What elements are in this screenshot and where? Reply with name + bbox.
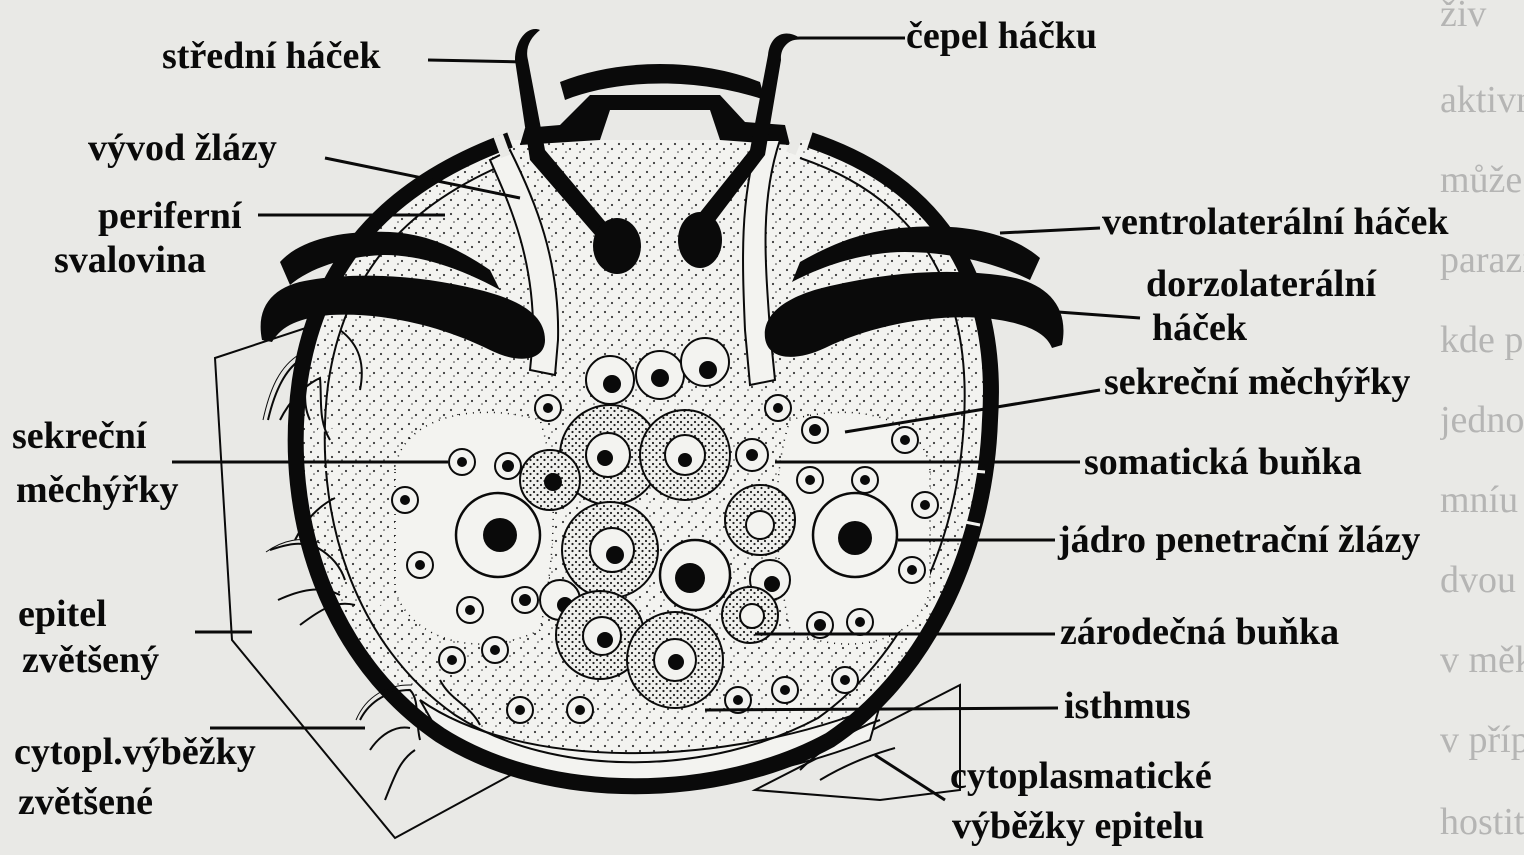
label-isthmus: isthmus	[1064, 686, 1191, 726]
label-cytopl-vybezky-line2: zvětšené	[18, 782, 153, 822]
label-dorzolateralni-hacek-line1: dorzolaterální	[1146, 264, 1376, 304]
label-vyvod-zlazy: vývod žlázy	[88, 128, 277, 168]
label-cytoplasmaticke-line2: výběžky epitelu	[952, 806, 1204, 846]
label-cytoplasmaticke-line1: cytoplasmatické	[950, 756, 1212, 796]
label-cytopl-vybezky-line1: cytopl.výběžky	[14, 732, 256, 772]
label-zarodecna-bunka: zárodečná buňka	[1060, 612, 1339, 652]
median-hook-right-base	[678, 212, 722, 268]
leader-isthmus	[705, 708, 1058, 710]
leader-cytoplasmaticke	[875, 755, 945, 800]
apical-neck	[520, 95, 790, 145]
label-ventrolateralni-hacek: ventrolaterální háček	[1102, 202, 1449, 242]
label-periferni-svalovina-line2: svalovina	[54, 240, 206, 280]
label-somaticka-bunka: somatická buňka	[1084, 442, 1362, 482]
apical-cap	[560, 64, 765, 100]
label-epitel-zvetseny-line1: epitel	[18, 594, 107, 634]
label-sekrecni-mechyrky-left-line1: sekreční	[12, 416, 146, 456]
label-jadro-penetracni-zlazy: jádro penetrační žlázy	[1058, 520, 1420, 560]
label-cepel-hacku: čepel háčku	[906, 16, 1097, 56]
leader-ventrolateralni-hacek	[1000, 228, 1100, 233]
leader-dorzolateralni-hacek	[1058, 312, 1140, 318]
label-epitel-zvetseny-line2: zvětšený	[22, 640, 159, 680]
label-sekrecni-mechyrky-right: sekreční měchýřky	[1104, 362, 1410, 402]
label-dorzolateralni-hacek-line2: háček	[1152, 308, 1247, 348]
label-sekrecni-mechyrky-left-line2: měchýřky	[16, 470, 179, 510]
leader-cepel-hacku	[782, 38, 905, 45]
median-hook-left-base	[593, 218, 641, 274]
label-stredni-hacek: střední háček	[162, 36, 381, 76]
leader-stredni-hacek	[428, 60, 525, 62]
label-periferni-svalovina-line1: periferní	[98, 196, 242, 236]
